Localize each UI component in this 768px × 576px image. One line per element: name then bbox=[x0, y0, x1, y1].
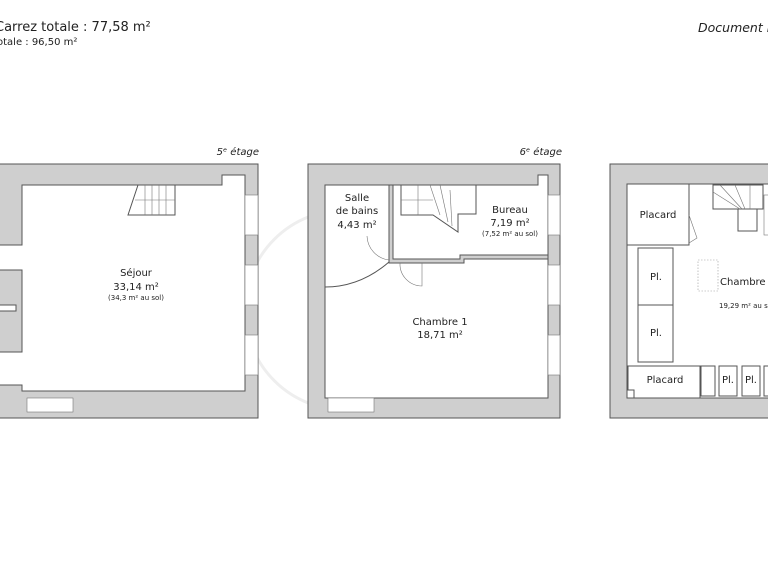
room-name: Placard bbox=[647, 375, 684, 386]
room-name: Séjour bbox=[120, 267, 153, 279]
door-swing bbox=[399, 262, 423, 287]
stair-steps bbox=[401, 184, 453, 227]
plan-6e-etage: 6ᵉ étage Salle de bains 4,43 m² Bureau 7… bbox=[307, 146, 562, 419]
door-swing bbox=[688, 214, 698, 244]
stair-steps bbox=[135, 185, 175, 215]
room-area: 7,19 m² bbox=[490, 218, 529, 229]
stairs bbox=[400, 184, 477, 233]
partition-wall bbox=[388, 184, 549, 264]
room-name: Chambre bbox=[720, 277, 766, 288]
pl-3 bbox=[718, 365, 738, 397]
room-area: 18,71 m² bbox=[417, 330, 463, 341]
pl-5 bbox=[763, 365, 768, 397]
placard-1 bbox=[626, 183, 690, 246]
stair-steps bbox=[712, 184, 751, 210]
room-name: Pl. bbox=[650, 272, 662, 283]
room-area: 4,43 m² bbox=[337, 220, 376, 231]
windows bbox=[763, 194, 768, 236]
room-name: Chambre 1 bbox=[412, 317, 467, 328]
room-name: Salle bbox=[345, 193, 369, 204]
windows bbox=[327, 194, 561, 413]
level-label: 6ᵉ étage bbox=[520, 146, 562, 158]
room-floor-area: (34,3 m² au sol) bbox=[108, 294, 164, 302]
surface-total-text: otale : 96,50 m² bbox=[0, 37, 78, 48]
pl-small bbox=[700, 365, 716, 397]
stair-landing bbox=[737, 208, 758, 232]
room-name: Bureau bbox=[492, 205, 528, 216]
room-name: Placard bbox=[640, 210, 677, 221]
document-note: Document r bbox=[698, 20, 768, 35]
pl-2 bbox=[637, 304, 674, 363]
door-swing bbox=[366, 235, 390, 261]
bathroom-curved-wall bbox=[324, 261, 390, 288]
carrez-total-text: Carrez totale : 77,58 m² bbox=[0, 20, 151, 35]
room-name: Pl. bbox=[722, 375, 734, 386]
level-label: 5ᵉ étage bbox=[217, 146, 259, 158]
room-floor-area: 19,29 m² au s bbox=[719, 302, 768, 310]
fireplace bbox=[0, 269, 23, 353]
skylight bbox=[697, 259, 719, 292]
plan-5e-etage: 5ᵉ étage Séjour 33,14 m² (34,3 m² au sol… bbox=[0, 146, 259, 419]
room-sejour bbox=[0, 174, 246, 392]
windows bbox=[26, 194, 259, 413]
room-name: de bains bbox=[336, 206, 378, 217]
room-name: Pl. bbox=[745, 375, 757, 386]
room-area: 33,14 m² bbox=[113, 282, 159, 293]
pl-4 bbox=[741, 365, 761, 397]
floor-area bbox=[324, 174, 549, 399]
room-floor-area: (7,52 m² au sol) bbox=[482, 230, 538, 238]
room-name: Pl. bbox=[650, 328, 662, 339]
pl-1 bbox=[637, 247, 674, 306]
plan-7e-etage: Placard Pl. Pl. Placard Pl. Pl. Chambre … bbox=[609, 163, 768, 419]
placard-2 bbox=[627, 365, 701, 399]
